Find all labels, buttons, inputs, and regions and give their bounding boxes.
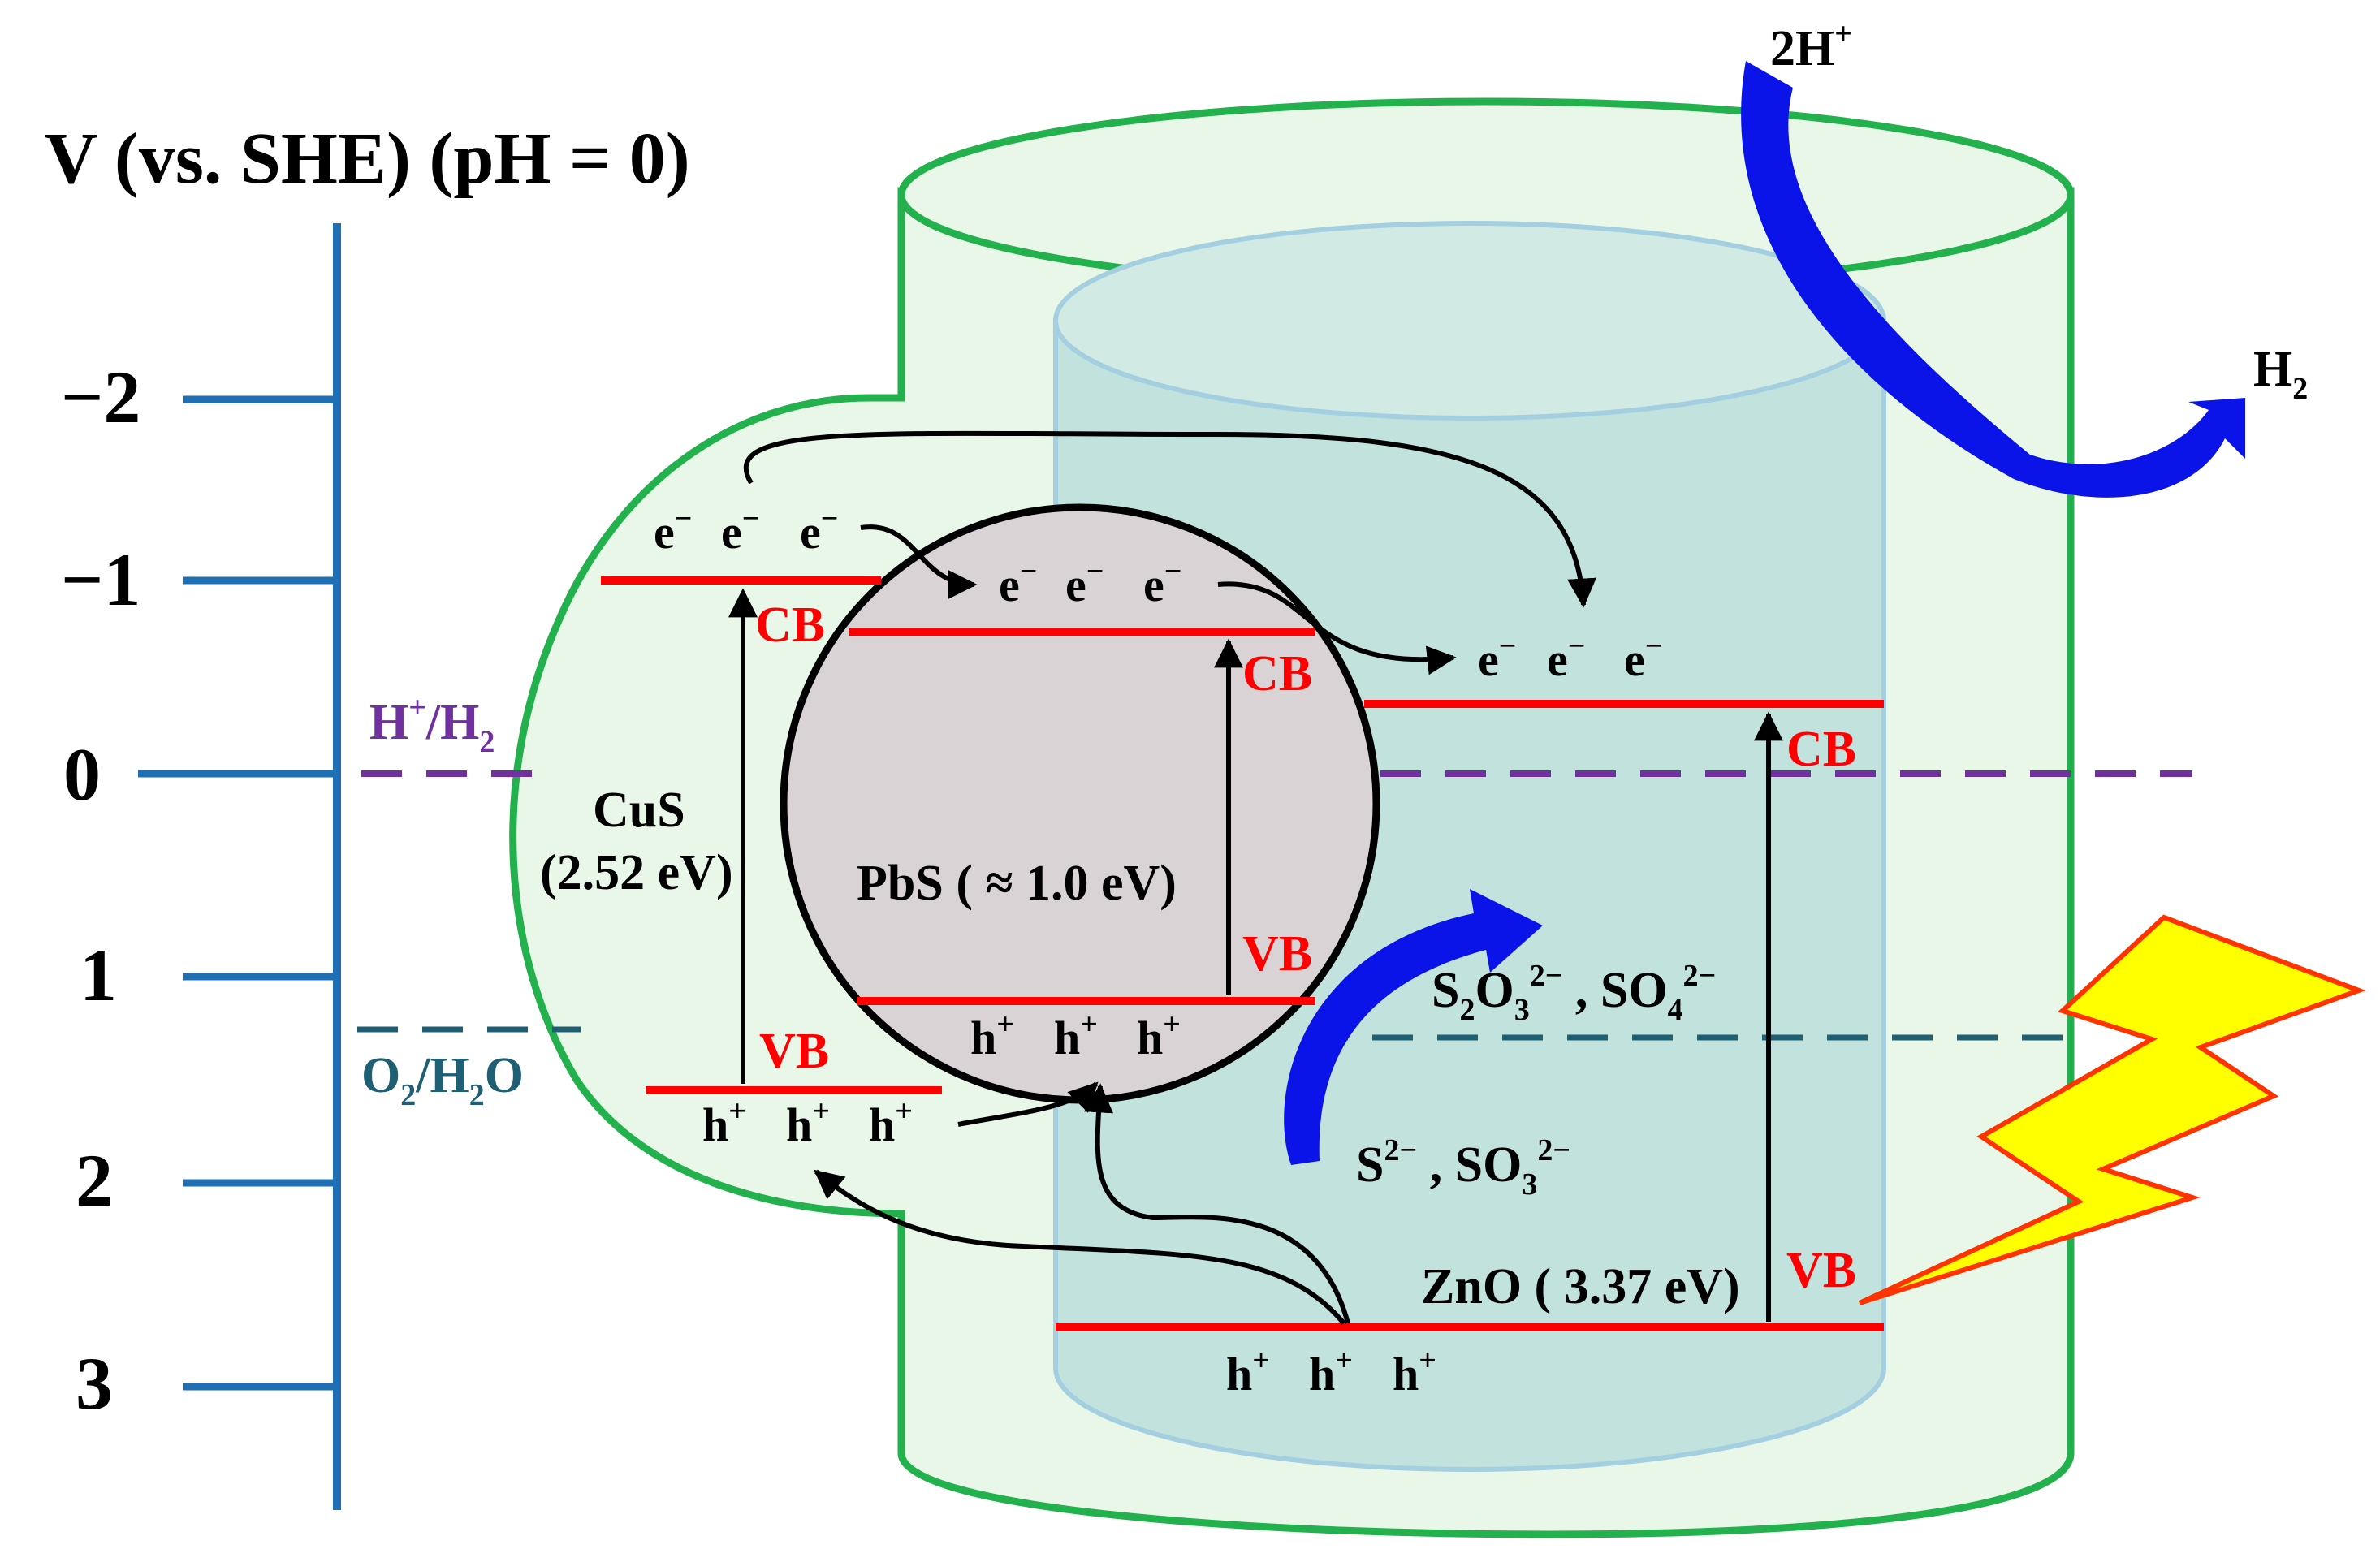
svg-text:h+: h+	[1054, 1008, 1098, 1064]
o2-h2o-line	[357, 1026, 2087, 1041]
cus-electrons: e− e− e−	[654, 502, 838, 559]
oxidation-products-label: S2O32− , SO42−	[1432, 959, 1716, 1027]
svg-text:e−: e−	[654, 502, 692, 559]
tick-label-2: 2	[76, 1139, 113, 1222]
band-edges	[601, 576, 1884, 1331]
h-plus-h2-label: H+/H2	[369, 691, 495, 759]
zno-vb-label: VB	[1786, 1243, 1856, 1298]
cus-vb-label: VB	[759, 1024, 829, 1079]
svg-text:e−: e−	[1547, 629, 1585, 686]
excitation-arrows	[728, 588, 1783, 1322]
pbs-vb-label: VB	[1242, 926, 1312, 982]
svg-text:h+: h+	[970, 1008, 1014, 1064]
zno-electrons: e− e− e−	[1478, 629, 1662, 686]
two-h-plus-label: 2H+	[1770, 17, 1852, 76]
svg-text:e−: e−	[800, 502, 838, 559]
svg-text:h+: h+	[869, 1094, 913, 1151]
zno-label: ZnO ( 3.37 eV)	[1421, 1259, 1740, 1314]
cus-holes: h+ h+ h+	[702, 1094, 913, 1151]
zno-holes: h+ h+ h+	[1226, 1344, 1436, 1400]
tick-label-neg1: −1	[61, 538, 140, 621]
svg-text:e−: e−	[1143, 554, 1181, 611]
pbs-cb-label: CB	[1242, 646, 1312, 701]
tick-label-1: 1	[80, 934, 117, 1016]
tick-label-neg2: −2	[61, 356, 140, 438]
lightning-icon	[1858, 914, 2366, 1305]
svg-text:h+: h+	[1226, 1344, 1270, 1400]
svg-text:h+: h+	[1309, 1344, 1353, 1400]
cus-name-label: CuS	[593, 783, 685, 838]
potential-axis	[138, 223, 341, 1510]
pbs-holes: h+ h+ h+	[970, 1008, 1181, 1064]
svg-text:e−: e−	[1065, 554, 1104, 611]
svg-text:e−: e−	[1624, 629, 1662, 686]
svg-text:h+: h+	[1137, 1008, 1181, 1064]
tick-label-0: 0	[63, 733, 101, 816]
pbs-electrons: e− e− e−	[999, 554, 1181, 611]
svg-text:e−: e−	[999, 554, 1037, 611]
svg-text:e−: e−	[1478, 629, 1516, 686]
svg-text:h+: h+	[786, 1094, 830, 1151]
zno-cb-label: CB	[1786, 722, 1856, 777]
axis-title: V (vs. SHE) (pH = 0)	[45, 119, 690, 199]
svg-text:h+: h+	[1393, 1344, 1436, 1400]
blue-h2-evolution-arrow	[1741, 61, 2245, 498]
tick-label-3: 3	[76, 1342, 113, 1425]
charge-transfer-arrows	[744, 430, 1596, 1325]
svg-text:h+: h+	[702, 1094, 746, 1151]
cus-cb-label: CB	[755, 598, 825, 653]
blue-sulfide-oxidation-arrow	[1284, 889, 1543, 1165]
pbs-label: PbS ( ≈ 1.0 eV)	[857, 856, 1177, 911]
sacrificial-reagents-label: S2− , SO32−	[1356, 1133, 1570, 1202]
o2-h2o-label: O2/H2O	[361, 1048, 524, 1112]
svg-text:e−: e−	[721, 502, 759, 559]
cus-gap-label: (2.52 eV)	[540, 845, 733, 900]
h2-label: H2	[2253, 342, 2308, 406]
